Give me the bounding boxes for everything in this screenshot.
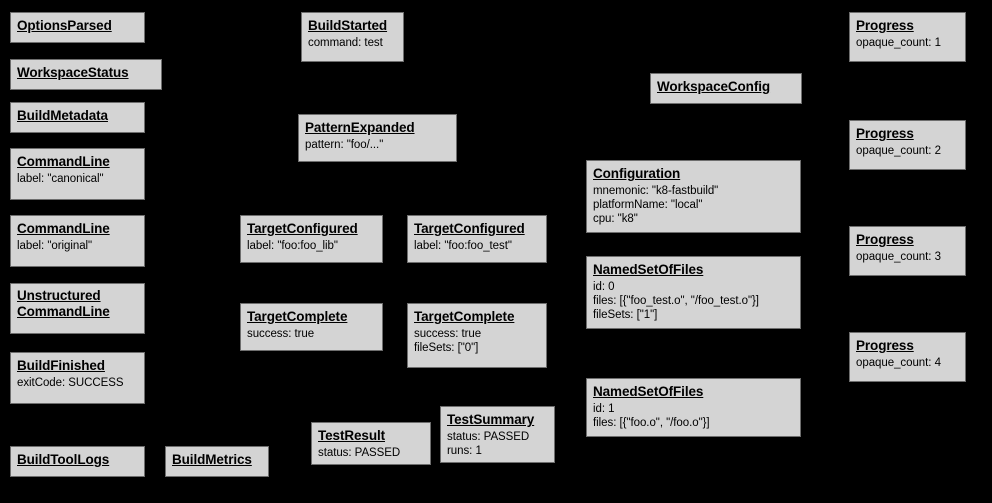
node-target-complete-foo-lib[interactable]: TargetComplete success: true	[240, 303, 383, 351]
node-field: pattern: "foo/..."	[305, 139, 384, 151]
node-workspace-status[interactable]: WorkspaceStatus	[10, 59, 162, 90]
node-title: BuildMetrics	[172, 452, 252, 467]
node-field: success: true	[247, 328, 315, 340]
node-title: BuildToolLogs	[17, 452, 110, 467]
node-title: TestSummary	[447, 412, 535, 427]
node-field: command: test	[308, 37, 383, 49]
node-command-line-original[interactable]: CommandLine label: "original"	[10, 215, 145, 267]
node-title: BuildStarted	[308, 18, 388, 33]
node-test-result[interactable]: TestResult status: PASSED	[311, 422, 431, 465]
node-title: BuildFinished	[17, 358, 105, 373]
node-field: files: [{"foo.o", "/foo.o"}]	[593, 417, 710, 429]
node-workspace-config[interactable]: WorkspaceConfig	[650, 73, 802, 104]
node-field: cpu: "k8"	[593, 213, 638, 225]
node-fields: opaque_count: 3	[856, 250, 959, 264]
node-progress-3[interactable]: Progress opaque_count: 3	[849, 226, 966, 276]
node-field: opaque_count: 1	[856, 37, 941, 49]
node-title: BuildMetadata	[17, 108, 108, 123]
node-fields: success: true fileSets: ["0"]	[414, 327, 540, 355]
node-fields: exitCode: SUCCESS	[17, 376, 138, 390]
node-named-set-of-files-1[interactable]: NamedSetOfFiles id: 1 files: [{"foo.o", "/…	[586, 378, 801, 437]
node-title: Progress	[856, 18, 914, 33]
node-fields: status: PASSED runs: 1	[447, 430, 548, 458]
node-field: id: 0	[593, 281, 615, 293]
node-title: PatternExpanded	[305, 120, 415, 135]
node-fields: pattern: "foo/..."	[305, 138, 450, 152]
node-options-parsed[interactable]: OptionsParsed	[10, 12, 145, 43]
node-fields: id: 1 files: [{"foo.o", "/foo.o"}]	[593, 402, 794, 430]
node-field: id: 1	[593, 403, 615, 415]
node-title: OptionsParsed	[17, 18, 112, 33]
node-title: Progress	[856, 126, 914, 141]
node-build-started[interactable]: BuildStarted command: test	[301, 12, 404, 62]
node-title: TargetConfigured	[414, 221, 525, 236]
node-fields: mnemonic: "k8-fastbuild" platformName: "l…	[593, 184, 794, 226]
node-title: WorkspaceConfig	[657, 79, 771, 94]
node-fields: opaque_count: 1	[856, 36, 959, 50]
node-named-set-of-files-0[interactable]: NamedSetOfFiles id: 0 files: [{"foo_test.o…	[586, 256, 801, 329]
node-title: NamedSetOfFiles	[593, 384, 704, 399]
node-field: label: "foo:foo_test"	[414, 240, 512, 252]
node-command-line-canonical[interactable]: CommandLine label: "canonical"	[10, 148, 145, 200]
node-field: opaque_count: 4	[856, 357, 941, 369]
node-field: mnemonic: "k8-fastbuild"	[593, 185, 719, 197]
node-title: Progress	[856, 232, 914, 247]
node-field: platformName: "local"	[593, 199, 703, 211]
node-fields: success: true	[247, 327, 376, 341]
node-build-metrics[interactable]: BuildMetrics	[165, 446, 269, 477]
node-progress-4[interactable]: Progress opaque_count: 4	[849, 332, 966, 382]
node-field: label: "canonical"	[17, 173, 104, 185]
node-fields: label: "canonical"	[17, 172, 138, 186]
node-title: TestResult	[318, 428, 386, 443]
node-field: status: PASSED	[447, 431, 530, 443]
node-unstructured-command-line[interactable]: Unstructured CommandLine	[10, 283, 145, 334]
node-field: opaque_count: 2	[856, 145, 941, 157]
node-field: label: "foo:foo_lib"	[247, 240, 338, 252]
node-configuration[interactable]: Configuration mnemonic: "k8-fastbuild" pla…	[586, 160, 801, 233]
node-target-configured-foo-lib[interactable]: TargetConfigured label: "foo:foo_lib"	[240, 215, 383, 263]
node-fields: label: "original"	[17, 239, 138, 253]
node-fields: id: 0 files: [{"foo_test.o", "/foo_test.o…	[593, 280, 794, 322]
node-fields: command: test	[308, 36, 397, 50]
node-progress-2[interactable]: Progress opaque_count: 2	[849, 120, 966, 170]
node-build-metadata[interactable]: BuildMetadata	[10, 102, 145, 133]
node-fields: opaque_count: 2	[856, 144, 959, 158]
node-title: WorkspaceStatus	[17, 65, 129, 80]
node-build-tool-logs[interactable]: BuildToolLogs	[10, 446, 145, 477]
node-fields: label: "foo:foo_test"	[414, 239, 540, 253]
node-fields: opaque_count: 4	[856, 356, 959, 370]
node-test-summary[interactable]: TestSummary status: PASSED runs: 1	[440, 406, 555, 463]
node-title: TargetComplete	[247, 309, 348, 324]
node-title: TargetComplete	[414, 309, 515, 324]
node-field: fileSets: ["0"]	[414, 342, 479, 354]
node-target-complete-foo-test[interactable]: TargetComplete success: true fileSets: ["0…	[407, 303, 547, 368]
node-title: Progress	[856, 338, 914, 353]
node-progress-1[interactable]: Progress opaque_count: 1	[849, 12, 966, 62]
node-field: exitCode: SUCCESS	[17, 377, 124, 389]
node-field: runs: 1	[447, 445, 482, 457]
node-title: Configuration	[593, 166, 681, 181]
node-title: CommandLine	[17, 154, 110, 169]
node-build-finished[interactable]: BuildFinished exitCode: SUCCESS	[10, 352, 145, 404]
node-field: fileSets: ["1"]	[593, 309, 658, 321]
node-title: TargetConfigured	[247, 221, 358, 236]
node-title: NamedSetOfFiles	[593, 262, 704, 277]
node-field: opaque_count: 3	[856, 251, 941, 263]
node-title: CommandLine	[17, 221, 110, 236]
node-field: status: PASSED	[318, 447, 401, 459]
node-field: files: [{"foo_test.o", "/foo_test.o"}]	[593, 295, 759, 307]
node-target-configured-foo-test[interactable]: TargetConfigured label: "foo:foo_test"	[407, 215, 547, 263]
node-fields: status: PASSED	[318, 446, 424, 460]
node-pattern-expanded[interactable]: PatternExpanded pattern: "foo/..."	[298, 114, 457, 162]
node-fields: label: "foo:foo_lib"	[247, 239, 376, 253]
node-field: success: true	[414, 328, 482, 340]
node-title: Unstructured CommandLine	[17, 288, 110, 319]
node-field: label: "original"	[17, 240, 93, 252]
